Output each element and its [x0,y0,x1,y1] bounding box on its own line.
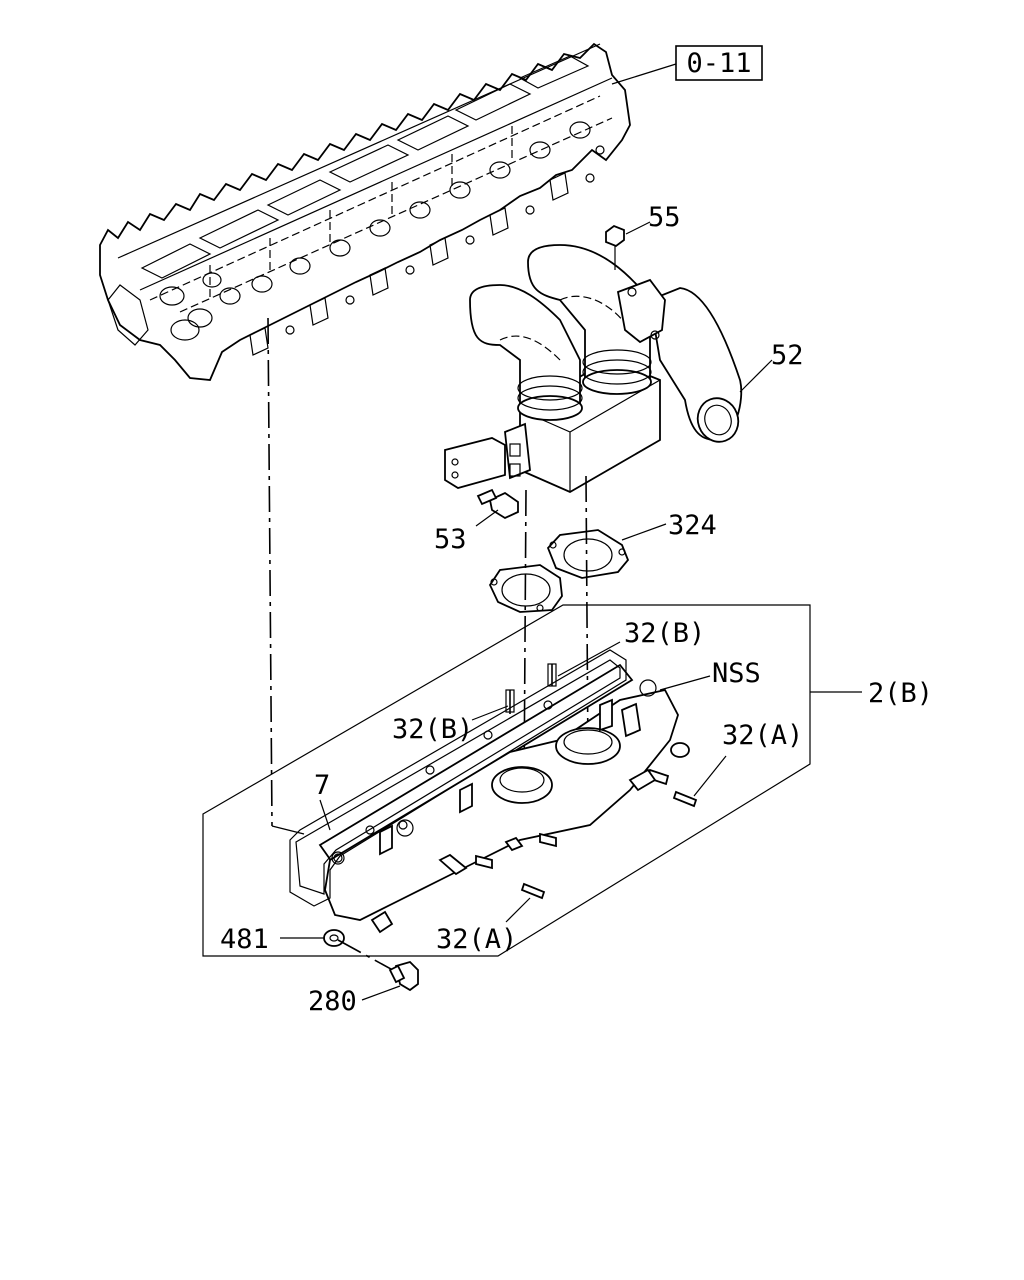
bolt-280 [388,960,419,992]
leader-32b-left [471,705,509,721]
label-7[interactable]: 7 [314,770,330,801]
leader-55 [625,221,651,235]
leader-324 [621,523,667,541]
label-481[interactable]: 481 [220,924,269,955]
label-52[interactable]: 52 [771,340,804,371]
assembly-box-2b [202,604,811,957]
cylinder-head [99,42,631,381]
gasket-324 [488,529,630,613]
gasket-7 [289,649,627,907]
leader-52 [739,359,773,393]
intake-manifold [318,663,698,934]
bolt-280-axis [337,939,401,975]
label-32b-top[interactable]: 32(B) [624,618,705,649]
leader-0-11 [611,63,677,85]
leader-280 [361,985,401,1001]
label-55[interactable]: 55 [648,202,681,233]
label-324[interactable]: 324 [668,510,717,541]
leader-32a-right [693,755,727,797]
leader-nss [659,675,711,691]
washer-481 [323,929,345,947]
label-53[interactable]: 53 [434,524,467,555]
bolt-53 [476,488,519,520]
intake-pipe-assembly [444,224,743,494]
label-32b-left[interactable]: 32(B) [392,714,473,745]
ref-box-0-11[interactable] [675,45,763,81]
label-0-11: 0-11 [686,48,751,79]
label-32a-bottom[interactable]: 32(A) [436,924,517,955]
leader-32a-bottom [505,897,531,923]
label-nss[interactable]: NSS [712,658,761,689]
leader-32b-top [557,641,621,677]
label-32a-right[interactable]: 32(A) [722,720,803,751]
assembly-centerlines [267,317,589,835]
label-2b[interactable]: 2(B) [868,678,933,709]
leader-7 [319,799,331,831]
label-280[interactable]: 280 [308,986,357,1017]
leader-53 [475,509,499,527]
